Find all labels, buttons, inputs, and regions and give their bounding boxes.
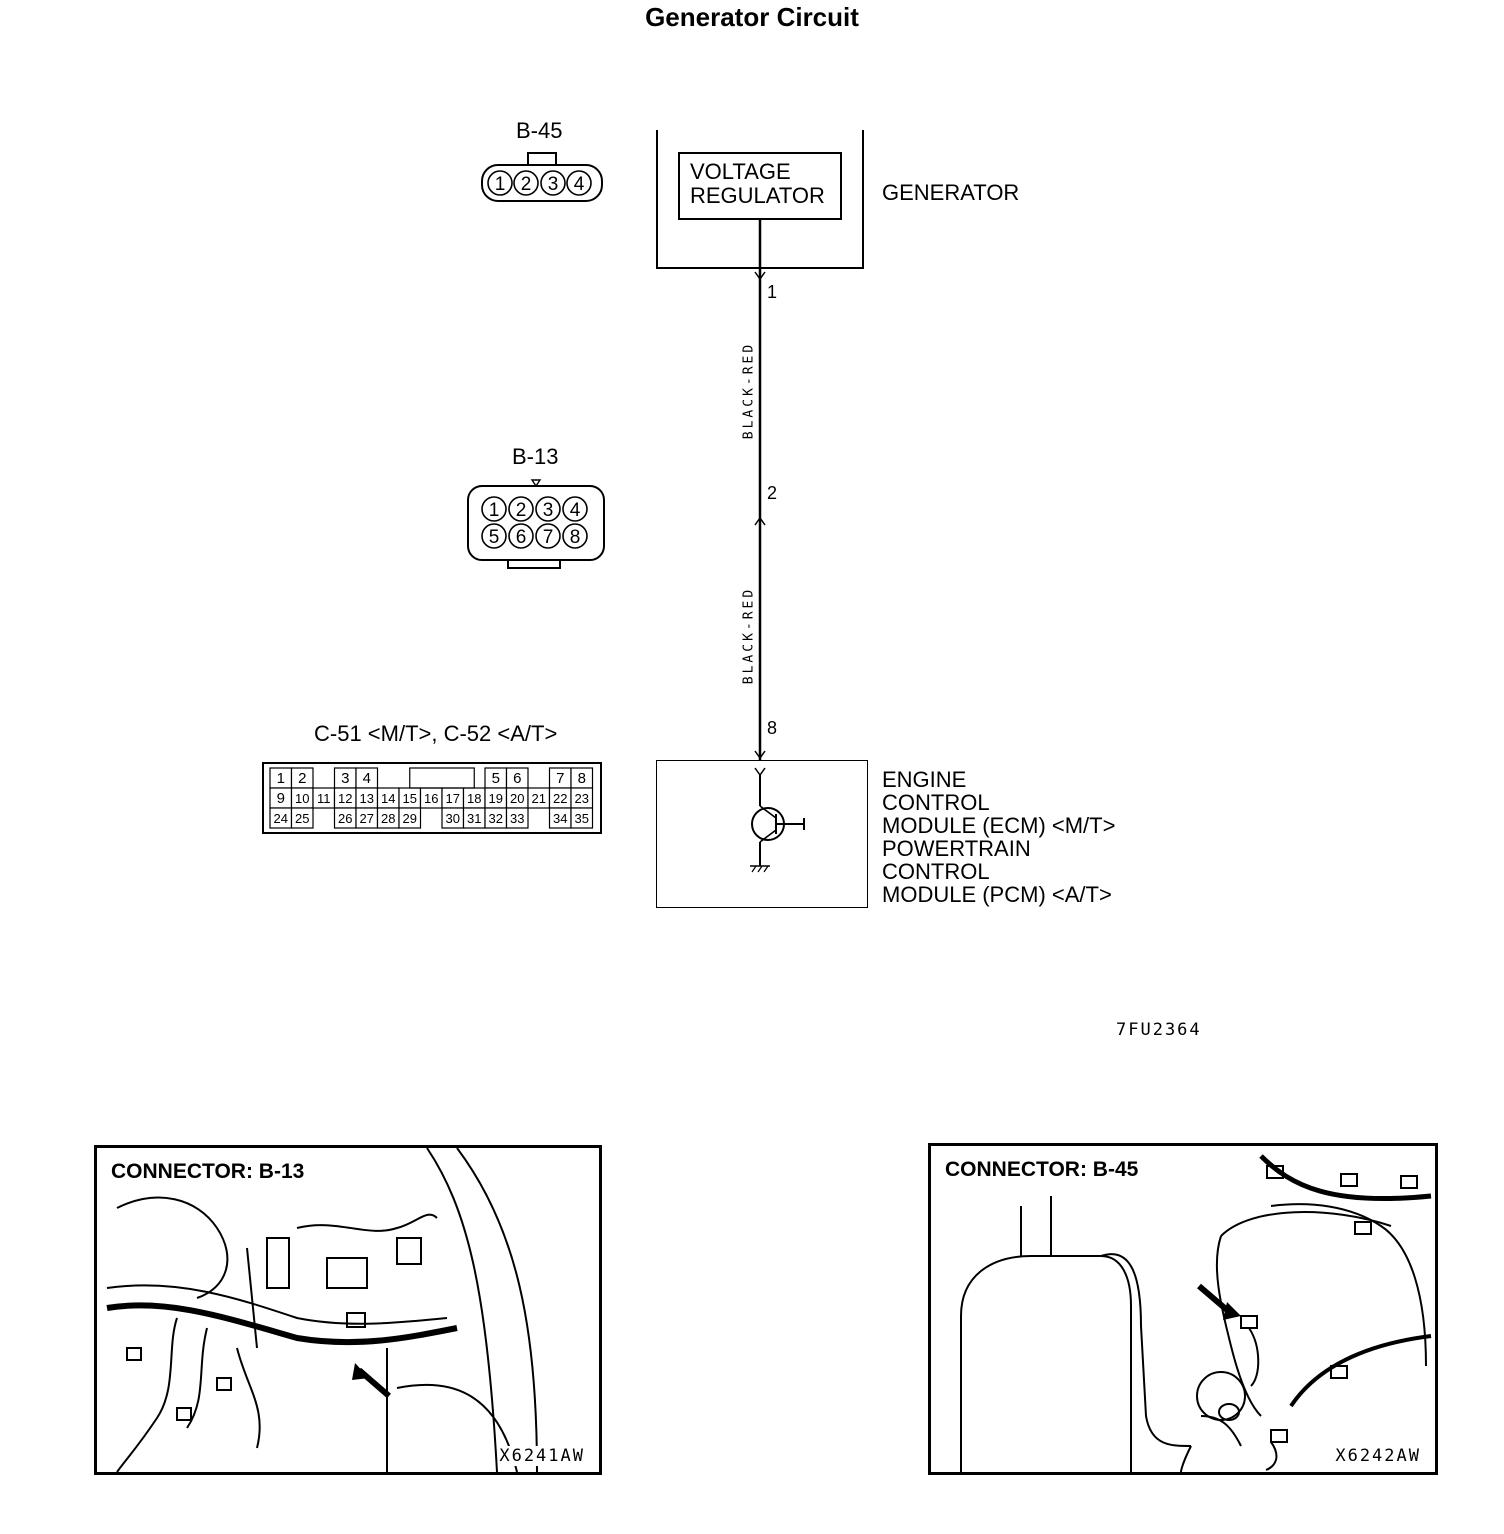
ecm-label: ENGINE CONTROL MODULE (ECM) <M/T> POWERT… xyxy=(882,768,1115,906)
ecm-label-line: MODULE (ECM) <M/T> xyxy=(882,813,1116,838)
b45-pin: 3 xyxy=(548,174,559,195)
diagram-title: Generator Circuit xyxy=(645,2,859,32)
c51-pin-number: 20 xyxy=(510,791,524,806)
c51-pin-number: 9 xyxy=(277,790,285,807)
b45-pin: 2 xyxy=(521,174,532,195)
b13-pin: 2 xyxy=(516,500,527,521)
wire-color-lower: BLACK-RED xyxy=(741,586,757,685)
c51-pin-cell xyxy=(398,807,422,829)
c51-pin-number: 1 xyxy=(277,770,285,787)
voltage-regulator: VOLTAGE REGULATOR xyxy=(678,152,842,220)
connector-b45-face: 1 2 3 4 xyxy=(481,152,603,202)
c51-pin-number: 5 xyxy=(492,770,500,787)
c51-pin-number: 28 xyxy=(381,811,395,826)
c51-pin-number: 16 xyxy=(424,791,438,806)
c51-pin-number: 18 xyxy=(467,791,481,806)
ecm-label-line: ENGINE xyxy=(882,767,967,792)
c51-pin-number: 13 xyxy=(360,791,374,806)
c51-pin-number: 33 xyxy=(510,811,524,826)
b45-pin: 1 xyxy=(495,174,506,195)
wire-pin-8: 8 xyxy=(767,718,778,738)
c51-pin-cell xyxy=(570,807,594,829)
b13-pin: 4 xyxy=(570,500,581,521)
b13-pin: 6 xyxy=(516,527,527,548)
ecm-label-line: POWERTRAIN xyxy=(882,836,1031,861)
ecm-label-line: CONTROL xyxy=(882,859,990,884)
generator-label: GENERATOR xyxy=(882,180,1020,205)
c51-pin-number: 31 xyxy=(467,811,481,826)
b13-pin: 3 xyxy=(543,500,554,521)
transistor-symbol xyxy=(750,767,805,873)
b13-pin: 1 xyxy=(489,500,500,521)
c51-pin-number: 35 xyxy=(575,811,589,826)
c51-pin-number: 27 xyxy=(360,811,374,826)
c51-pin-number: 6 xyxy=(513,770,521,787)
c51-pin-number: 26 xyxy=(338,811,352,826)
wire-path xyxy=(754,220,766,760)
c51-pin-cell xyxy=(505,807,529,829)
b13-pin: 7 xyxy=(543,527,554,548)
ecm-label-line: CONTROL xyxy=(882,790,990,815)
c51-pin-number: 19 xyxy=(489,791,503,806)
c51-pin-number: 12 xyxy=(338,791,352,806)
c51-pin-number: 4 xyxy=(363,770,371,787)
photo-b45-title: CONNECTOR: B-45 xyxy=(943,1158,1141,1182)
c51-pin-number: 29 xyxy=(403,811,417,826)
c51-pin-number: 2 xyxy=(298,770,306,787)
c51-pin-number: 22 xyxy=(553,791,567,806)
c51-pin-number: 15 xyxy=(403,791,417,806)
photo-b13-code: X6241AW xyxy=(499,1446,585,1466)
wire-pin-2: 2 xyxy=(767,483,778,503)
c51-empty-region xyxy=(409,767,475,789)
photo-b13-title: CONNECTOR: B-13 xyxy=(109,1160,307,1184)
c51-pin-number: 7 xyxy=(556,770,564,787)
engine-bay-illustration xyxy=(960,1154,1432,1472)
c51-pin-cell xyxy=(290,807,314,829)
regulator-line1: VOLTAGE xyxy=(690,159,791,184)
connector-b13-label: B-13 xyxy=(512,444,559,469)
c51-pin-number: 23 xyxy=(575,791,589,806)
b13-pin: 8 xyxy=(570,527,581,548)
figure-code: 7FU2364 xyxy=(1116,1020,1202,1040)
c51-pin-number: 3 xyxy=(341,770,349,787)
c51-pin-number: 32 xyxy=(489,811,503,826)
b13-pin: 5 xyxy=(489,527,500,548)
ecm-box xyxy=(656,760,868,908)
photo-b45-code: X6242AW xyxy=(1335,1446,1421,1466)
connector-c51-label: C-51 <M/T>, C-52 <A/T> xyxy=(314,721,558,746)
c51-pin-number: 30 xyxy=(446,811,460,826)
regulator-line2: REGULATOR xyxy=(690,183,825,208)
c51-pin-number: 10 xyxy=(295,791,309,806)
c51-pin-number: 14 xyxy=(381,791,395,806)
connector-b13-face: 1 2 3 4 5 6 7 8 xyxy=(467,479,605,569)
engine-bay-illustration xyxy=(106,1148,538,1472)
photo-connector-b13: CONNECTOR: B-13 X6241AW xyxy=(94,1145,602,1475)
wire-color-upper: BLACK-RED xyxy=(741,341,757,440)
c51-pin-number: 17 xyxy=(446,791,460,806)
connector-b45-label: B-45 xyxy=(516,118,563,143)
c51-pin-number: 8 xyxy=(578,770,586,787)
c51-pin-number: 25 xyxy=(295,811,309,826)
wire-pin-1: 1 xyxy=(767,282,778,302)
ecm-label-line: MODULE (PCM) <A/T> xyxy=(882,882,1112,907)
c51-pin-number: 24 xyxy=(274,811,288,826)
c51-pin-number: 11 xyxy=(317,791,331,806)
photo-connector-b45: CONNECTOR: B-45 X6242AW xyxy=(928,1143,1438,1475)
b45-pin: 4 xyxy=(574,174,585,195)
c51-pin-number: 34 xyxy=(553,811,567,826)
c51-pin-number: 21 xyxy=(532,791,546,806)
